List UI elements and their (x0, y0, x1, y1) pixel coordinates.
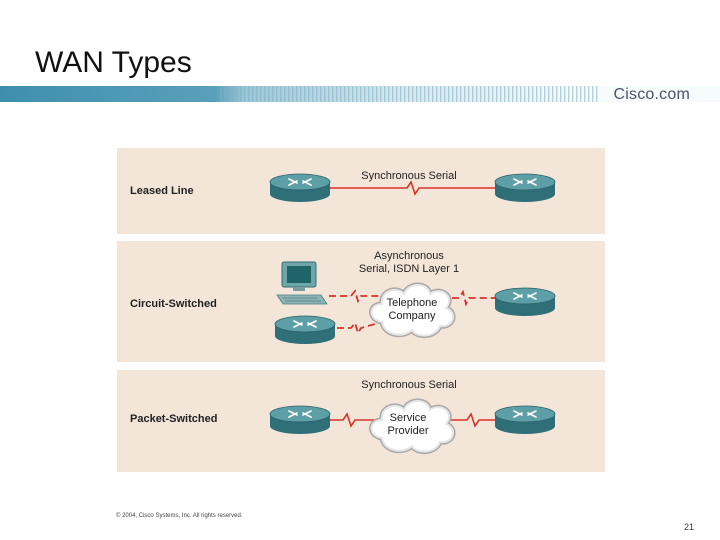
cloud-label: Service (390, 412, 427, 424)
copyright-footer: © 2004, Cisco Systems, Inc. All rights r… (116, 513, 243, 519)
header-bar (0, 86, 720, 102)
router-icon (494, 405, 556, 435)
link-label: Asynchronous (374, 250, 444, 262)
router-icon (274, 315, 336, 345)
page-title: WAN Types (35, 46, 192, 79)
link-label: Serial, ISDN Layer 1 (359, 263, 459, 275)
page-number: 21 (683, 522, 694, 532)
cloud-label: Provider (388, 425, 429, 437)
cloud-label: Company (388, 310, 436, 322)
serial-links (329, 412, 497, 428)
row-label: Circuit-Switched (130, 298, 217, 310)
dial-links (329, 289, 495, 336)
brand-logo-text: Cisco.com (613, 86, 690, 103)
wan-types-diagram: Leased Line Synchronous Serial Circuit-S… (117, 148, 605, 472)
router-icon (494, 287, 556, 317)
router-icon (269, 405, 331, 435)
pc-icon (276, 261, 328, 305)
link-label: Synchronous Serial (361, 170, 456, 182)
row-label: Leased Line (130, 185, 194, 197)
cloud-label: Telephone (387, 297, 438, 309)
router-icon (269, 173, 331, 203)
link-label: Synchronous Serial (361, 379, 456, 391)
row-label: Packet-Switched (130, 413, 217, 425)
router-icon (494, 173, 556, 203)
serial-link (329, 180, 497, 196)
